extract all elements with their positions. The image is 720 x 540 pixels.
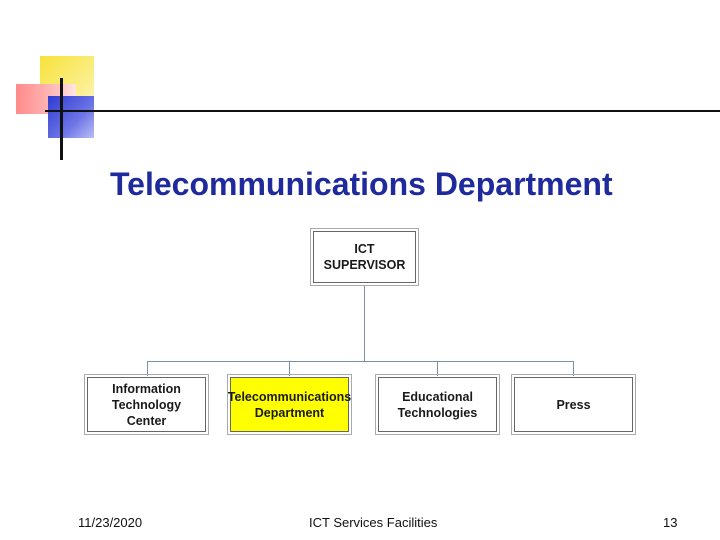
- connector-trunk: [364, 286, 365, 362]
- footer-page-number: 13: [663, 515, 678, 530]
- org-node-child-1: Information Technology Center: [84, 374, 209, 435]
- slide-title: Telecommunications Department: [110, 166, 613, 202]
- footer-center-text: ICT Services Facilities: [309, 515, 438, 530]
- org-node-child-3: Educational Technologies: [375, 374, 500, 435]
- footer-date: 11/23/2020: [78, 515, 143, 530]
- decor-blue-square: [48, 96, 94, 138]
- connector-drop-4: [573, 361, 574, 376]
- decor-vertical-line: [60, 78, 63, 160]
- org-node-child-2: Telecommunications Department: [227, 374, 352, 435]
- connector-drop-1: [147, 361, 148, 376]
- connector-drop-2: [289, 361, 290, 376]
- org-node-child-4: Press: [511, 374, 636, 435]
- connector-drop-3: [437, 361, 438, 376]
- org-node-top: ICT SUPERVISOR: [310, 228, 419, 286]
- connector-bus: [147, 361, 574, 362]
- decor-horizontal-line: [45, 110, 720, 112]
